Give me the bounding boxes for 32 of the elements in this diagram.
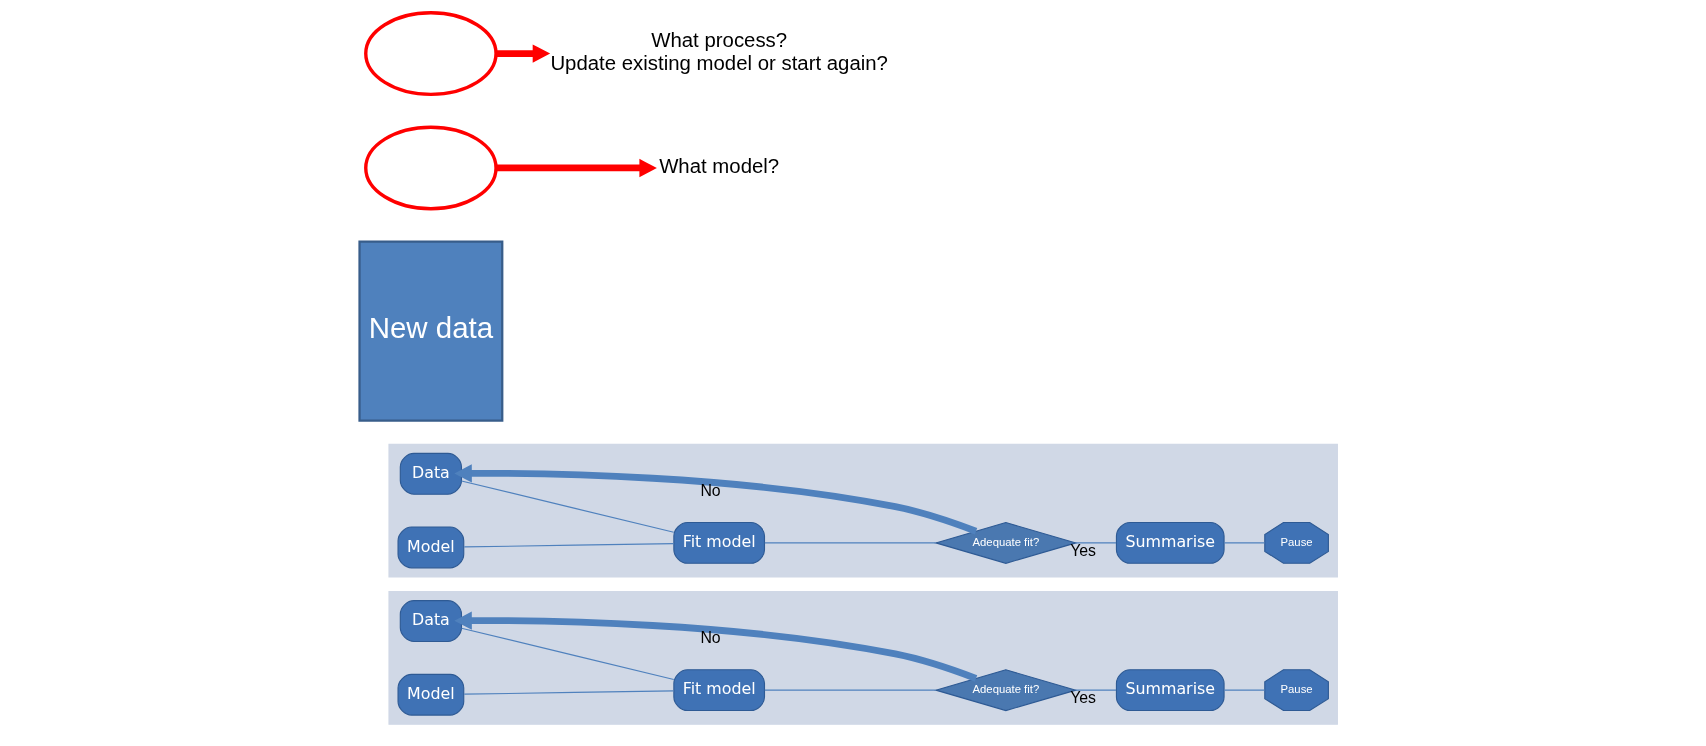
arrow bbox=[454, 611, 978, 682]
node-ellipse bbox=[364, 125, 498, 211]
connector bbox=[461, 627, 675, 681]
connector bbox=[1223, 542, 1266, 544]
node-box: New data bbox=[358, 240, 504, 422]
node-box: Fit model bbox=[673, 669, 766, 712]
node-box: Summarise bbox=[1115, 521, 1225, 564]
node-box: Summarise bbox=[1115, 669, 1225, 712]
connector bbox=[764, 542, 937, 544]
edge-label: Yes bbox=[1070, 541, 1097, 559]
node-text: What model? bbox=[659, 154, 780, 177]
connector bbox=[1223, 689, 1266, 691]
node-box: Fit model bbox=[673, 521, 766, 564]
arrow bbox=[496, 158, 657, 178]
node-box: Data bbox=[399, 600, 463, 643]
connector bbox=[463, 690, 675, 695]
edge-label: No bbox=[700, 629, 721, 647]
node-ellipse bbox=[364, 11, 498, 97]
connector bbox=[463, 543, 675, 548]
node-text: What process? Update existing model or start again? bbox=[550, 29, 888, 74]
edge-label: No bbox=[700, 481, 721, 499]
node-box: Data bbox=[399, 452, 463, 495]
connector bbox=[1075, 689, 1117, 691]
arrow bbox=[454, 464, 978, 535]
cluster bbox=[388, 591, 1338, 725]
node-box: Model bbox=[397, 673, 465, 716]
cluster bbox=[388, 443, 1338, 578]
connector bbox=[764, 689, 937, 691]
edge-label: Yes bbox=[1070, 688, 1097, 706]
connector bbox=[1075, 542, 1117, 544]
node-box: Model bbox=[397, 526, 465, 569]
connector bbox=[461, 480, 675, 533]
